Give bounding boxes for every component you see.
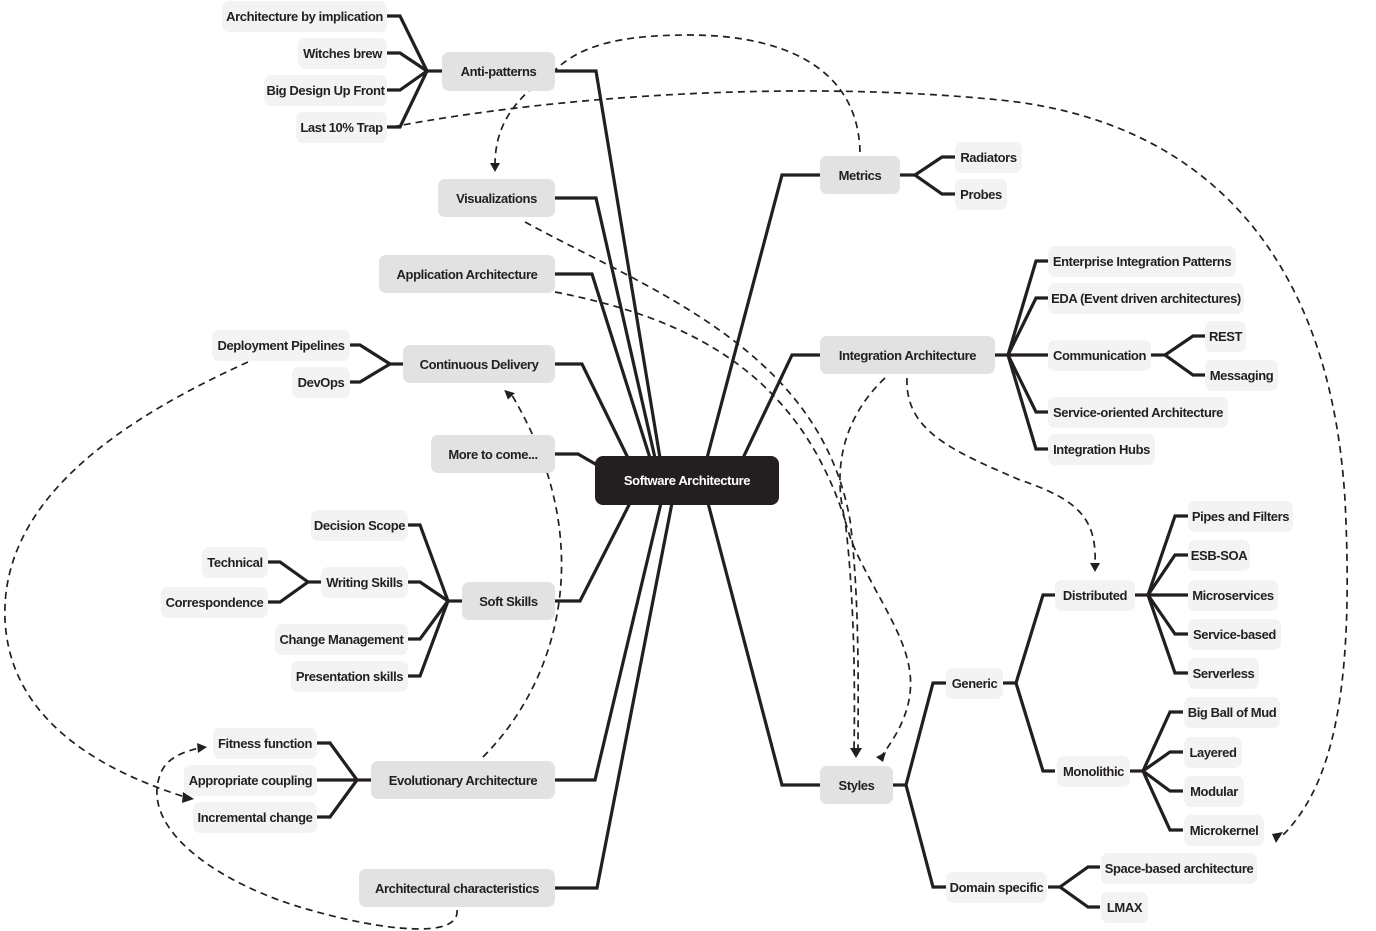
node-domain-specific[interactable]: Domain specific: [946, 872, 1047, 903]
node-rest[interactable]: REST: [1205, 321, 1246, 352]
continuous-delivery-children: [350, 343, 403, 384]
root-node[interactable]: Software Architecture: [595, 456, 779, 505]
node-microservices[interactable]: Microservices: [1188, 580, 1278, 611]
node-distributed[interactable]: Distributed: [1055, 580, 1135, 611]
edge-root-anti-patterns: [555, 69, 662, 459]
node-radiators[interactable]: Radiators: [955, 142, 1022, 173]
node-pipes-and-filters[interactable]: Pipes and Filters: [1188, 501, 1293, 532]
node-big-ball-of-mud[interactable]: Big Ball of Mud: [1184, 697, 1280, 728]
root-branches: [555, 69, 820, 890]
node-probes[interactable]: Probes: [955, 179, 1007, 210]
edge-root-styles: [706, 502, 820, 787]
edge-root-soft-skills: [555, 502, 632, 603]
edge-root-evolutionary-architecture: [555, 502, 663, 782]
node-integration-architecture[interactable]: Integration Architecture: [820, 336, 995, 374]
node-modular[interactable]: Modular: [1184, 776, 1244, 807]
node-soft-skills[interactable]: Soft Skills: [462, 582, 555, 620]
relation-deployment-incremental: [4, 361, 249, 798]
node-anti-patterns[interactable]: Anti-patterns: [442, 52, 555, 91]
node-service-oriented-architecture[interactable]: Service-oriented Architecture: [1048, 397, 1228, 428]
edge-root-visualizations: [555, 196, 657, 459]
node-architectural-characteristics[interactable]: Architectural characteristics: [359, 869, 555, 907]
edge-root-application-architecture: [555, 272, 652, 459]
node-communication[interactable]: Communication: [1048, 340, 1151, 371]
anti-patterns-children: [387, 14, 442, 129]
node-esb-soa[interactable]: ESB-SOA: [1188, 540, 1250, 571]
node-visualizations[interactable]: Visualizations: [438, 179, 555, 217]
soft-skills-children: [268, 523, 462, 678]
node-generic[interactable]: Generic: [946, 668, 1003, 699]
node-continuous-delivery[interactable]: Continuous Delivery: [403, 345, 555, 383]
node-correspondence[interactable]: Correspondence: [161, 587, 268, 618]
relation-application-styles: [554, 291, 856, 751]
node-microkernel[interactable]: Microkernel: [1184, 815, 1264, 846]
node-eda[interactable]: EDA (Event driven architectures): [1048, 283, 1244, 314]
node-integration-hubs[interactable]: Integration Hubs: [1048, 434, 1155, 465]
node-lmax[interactable]: LMAX: [1101, 892, 1148, 923]
relation-integration-distributed: [906, 377, 1096, 566]
metrics-children: [900, 155, 955, 196]
node-application-architecture[interactable]: Application Architecture: [379, 255, 555, 293]
node-witches-brew[interactable]: Witches brew: [298, 38, 387, 69]
node-monolithic[interactable]: Monolithic: [1057, 756, 1130, 787]
node-space-based-architecture[interactable]: Space-based architecture: [1101, 853, 1257, 884]
node-incremental-change[interactable]: Incremental change: [193, 802, 317, 833]
relation-integration-styles: [839, 377, 912, 759]
node-service-based[interactable]: Service-based: [1188, 619, 1281, 650]
node-technical[interactable]: Technical: [202, 547, 268, 578]
node-presentation-skills[interactable]: Presentation skills: [291, 661, 408, 692]
node-devops[interactable]: DevOps: [292, 367, 350, 398]
node-fitness-function[interactable]: Fitness function: [213, 728, 317, 759]
node-styles[interactable]: Styles: [820, 766, 893, 804]
integration-children: [995, 259, 1205, 451]
node-architecture-by-implication[interactable]: Architecture by implication: [222, 1, 387, 32]
evolutionary-children: [317, 741, 371, 819]
styles-children: [893, 514, 1188, 909]
node-more-to-come[interactable]: More to come...: [431, 435, 555, 473]
relation-visualizations-styles: [524, 221, 860, 751]
edge-root-integration-architecture: [741, 353, 820, 459]
node-serverless[interactable]: Serverless: [1188, 658, 1259, 689]
relation-architectural-fitness: [156, 747, 458, 930]
node-last-10-trap[interactable]: Last 10% Trap: [296, 112, 387, 143]
node-deployment-pipelines[interactable]: Deployment Pipelines: [212, 330, 350, 361]
node-decision-scope[interactable]: Decision Scope: [311, 510, 408, 541]
node-layered[interactable]: Layered: [1184, 737, 1242, 768]
node-big-design-up-front[interactable]: Big Design Up Front: [264, 75, 387, 106]
node-metrics[interactable]: Metrics: [820, 156, 900, 194]
edge-root-architectural-characteristics: [555, 502, 674, 890]
relation-last10-microkernel: [391, 90, 1349, 839]
edge-root-metrics: [705, 173, 820, 459]
edge-root-continuous-delivery: [555, 362, 630, 459]
node-messaging[interactable]: Messaging: [1205, 360, 1278, 391]
node-evolutionary-architecture[interactable]: Evolutionary Architecture: [371, 761, 555, 799]
node-writing-skills[interactable]: Writing Skills: [321, 567, 408, 598]
node-enterprise-integration-patterns[interactable]: Enterprise Integration Patterns: [1048, 246, 1236, 277]
node-change-management[interactable]: Change Management: [275, 624, 408, 655]
node-appropriate-coupling[interactable]: Appropriate coupling: [184, 765, 317, 796]
edge-root-more-to-come: [555, 452, 598, 467]
